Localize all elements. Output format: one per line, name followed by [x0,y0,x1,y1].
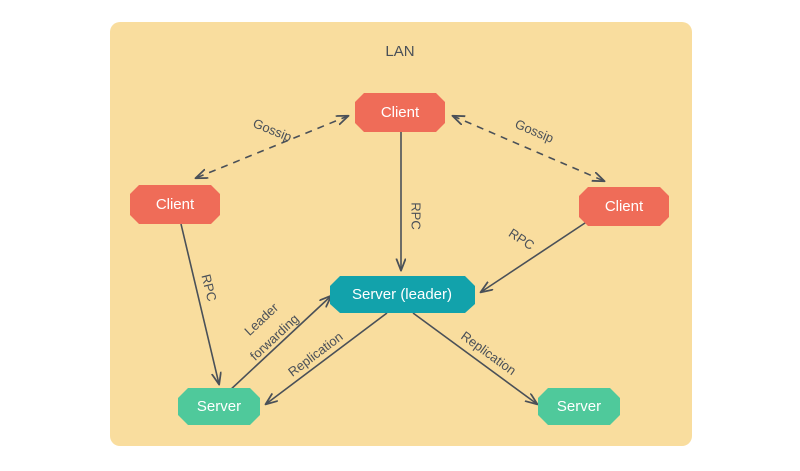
replication-right-line [412,312,537,404]
node-client-left[interactable]: Client [130,185,220,224]
client-left-shape[interactable] [130,185,220,224]
client-top-label: Client [381,104,420,121]
node-server-left[interactable]: Server [178,388,260,425]
client-top-shape[interactable] [355,93,445,132]
server-right-shape[interactable] [538,388,620,425]
edge-rpc-left: RPC [180,223,220,384]
client-right-shape[interactable] [579,187,669,226]
node-client-right[interactable]: Client [579,187,669,226]
server-left-label: Server [197,398,241,415]
node-client-top[interactable]: Client [355,93,445,132]
edge-rpc-top: RPC [401,132,424,270]
client-right-label: Client [605,198,644,215]
server-right-label: Server [557,398,601,415]
node-server-right[interactable]: Server [538,388,620,425]
node-server-leader[interactable]: Server (leader) [330,276,475,313]
leader-forwarding-line [227,296,331,393]
client-left-label: Client [156,196,195,213]
lan-title: LAN [385,43,414,60]
server-leader-shape[interactable] [330,276,475,313]
rpc-top-label: RPC [409,202,424,229]
rpc-right-line [481,220,589,292]
server-left-shape[interactable] [178,388,260,425]
rpc-left-label: RPC [198,273,219,303]
replication-left-line [266,312,388,404]
gossip-left-line [196,116,348,178]
rpc-left-line [180,223,219,384]
server-leader-label: Server (leader) [352,286,452,303]
gossip-right-line [453,116,604,181]
